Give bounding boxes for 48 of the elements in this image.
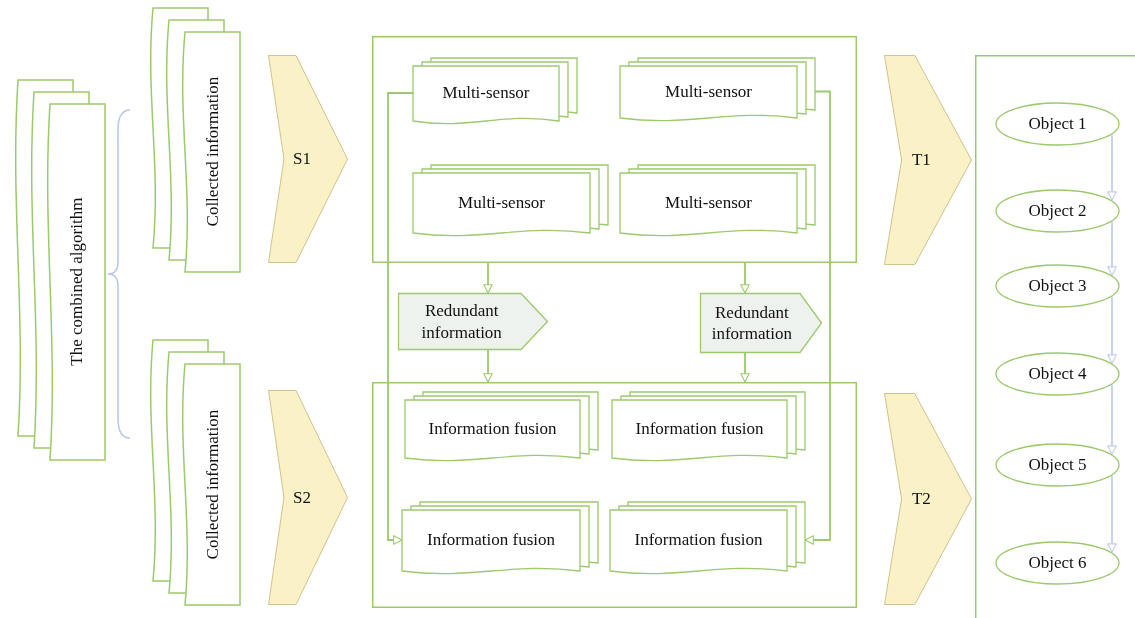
arrow xyxy=(483,349,493,383)
frame-box xyxy=(372,382,857,608)
node-text: Object 3 xyxy=(1028,275,1087,297)
node-text: Multi-sensor xyxy=(458,191,545,214)
node-text: S1 xyxy=(293,148,311,170)
bracket-panel xyxy=(975,55,1135,618)
arrow xyxy=(740,352,750,383)
chevron-arrow xyxy=(268,55,348,263)
node-text: Object 1 xyxy=(1028,113,1087,135)
arrow xyxy=(1107,133,1117,202)
frame-box xyxy=(372,36,857,263)
oval xyxy=(995,189,1120,233)
node-text: T1 xyxy=(911,149,931,171)
arrow xyxy=(483,262,493,294)
node-text: Information fusion xyxy=(427,529,555,551)
oval xyxy=(995,264,1120,308)
node-text: The combined algorithm xyxy=(66,197,88,367)
arrow xyxy=(1107,295,1117,365)
arrow xyxy=(1107,474,1117,554)
arrow-label-box xyxy=(398,293,548,350)
oval xyxy=(995,352,1120,396)
node-text: Collected information xyxy=(201,409,223,560)
node-text: Multi-sensor xyxy=(442,82,530,104)
node-text: Object 2 xyxy=(1028,200,1087,222)
arrow xyxy=(1107,383,1117,456)
oval xyxy=(995,541,1120,585)
node-text: S2 xyxy=(293,486,311,509)
node-text: Redundant information xyxy=(420,300,503,343)
node-text: Object 6 xyxy=(1028,552,1087,574)
node-text: Information fusion xyxy=(634,529,763,551)
oval xyxy=(995,443,1120,487)
chevron-arrow xyxy=(884,393,972,605)
arrow-label-box xyxy=(700,293,822,353)
arrow xyxy=(387,92,414,545)
chevron-arrow xyxy=(268,390,348,605)
node-text: Object 4 xyxy=(1028,363,1087,385)
node-text: Information fusion xyxy=(635,417,764,440)
chevron-arrow xyxy=(884,55,972,265)
node-text: T2 xyxy=(911,488,931,510)
node-text: Redundant information xyxy=(710,301,793,345)
arrow xyxy=(740,262,750,294)
arrow xyxy=(1107,220,1117,277)
node-text: Multi-sensor xyxy=(665,191,752,214)
node-text: Collected information xyxy=(201,77,223,227)
node-text: Object 5 xyxy=(1028,454,1087,476)
node-text: Information fusion xyxy=(428,417,557,440)
oval xyxy=(995,102,1120,146)
node-text: Multi-sensor xyxy=(665,80,752,103)
